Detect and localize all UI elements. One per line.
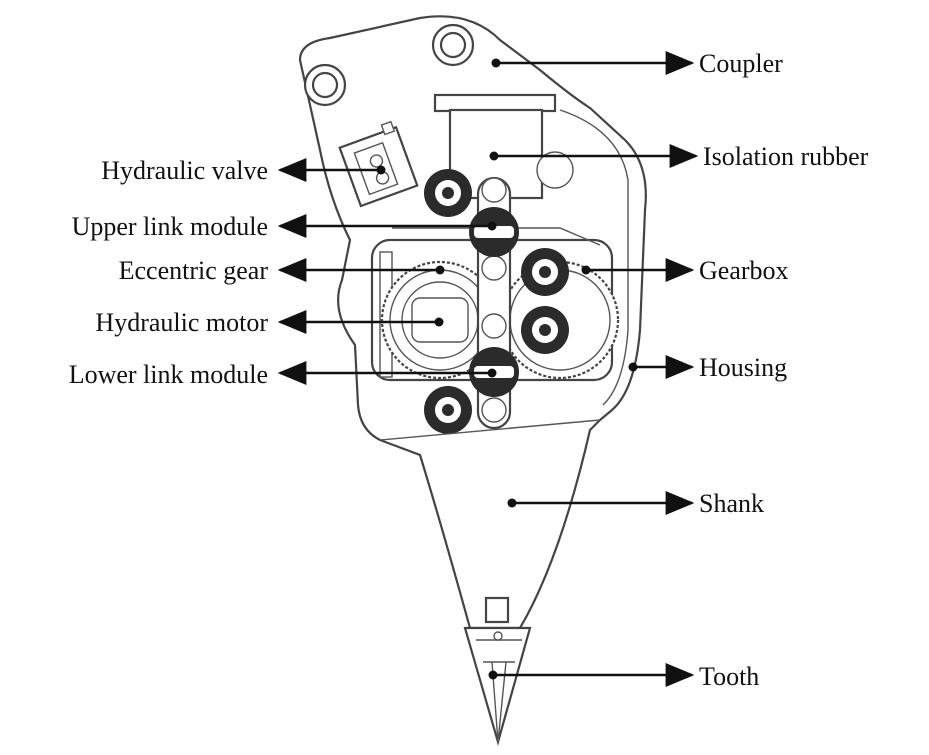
- label-lower-link-module: Lower link module: [69, 360, 268, 389]
- callout-upper-link-module: Upper link module: [72, 212, 497, 241]
- callout-tooth: Tooth: [488, 662, 759, 691]
- callout-housing: Housing: [628, 353, 787, 382]
- label-shank: Shank: [699, 489, 764, 518]
- housing-inner-line: [559, 109, 629, 406]
- callout-eccentric-gear: Eccentric gear: [119, 256, 445, 285]
- label-tooth: Tooth: [699, 662, 759, 691]
- callout-isolation-rubber: Isolation rubber: [489, 142, 869, 171]
- label-housing: Housing: [699, 353, 787, 382]
- callout-hydraulic-valve: Hydraulic valve: [101, 156, 386, 185]
- callout-hydraulic-motor: Hydraulic motor: [95, 308, 444, 337]
- upper-link-drawing: [469, 207, 519, 257]
- shank-drawing: [379, 419, 601, 441]
- label-gearbox: Gearbox: [699, 256, 789, 285]
- callout-lower-link-module: Lower link module: [69, 360, 497, 389]
- callout-shank: Shank: [507, 489, 764, 518]
- label-hydraulic-valve: Hydraulic valve: [101, 156, 268, 185]
- callouts: Coupler Isolation rubber Gearbox Housing…: [69, 49, 869, 691]
- pinion-gears: [424, 169, 569, 434]
- label-isolation-rubber: Isolation rubber: [703, 142, 869, 171]
- coupler-pins: [303, 23, 475, 107]
- label-eccentric-gear: Eccentric gear: [119, 256, 269, 285]
- callout-coupler: Coupler: [491, 49, 783, 78]
- callout-gearbox: Gearbox: [581, 256, 789, 285]
- ripper-drawing: [298, 15, 647, 747]
- hydraulic-valve-drawing: [338, 120, 419, 208]
- label-coupler: Coupler: [699, 49, 783, 78]
- label-upper-link-module: Upper link module: [72, 212, 268, 241]
- label-hydraulic-motor: Hydraulic motor: [95, 308, 268, 337]
- isolation-rubber-mount: [433, 93, 557, 113]
